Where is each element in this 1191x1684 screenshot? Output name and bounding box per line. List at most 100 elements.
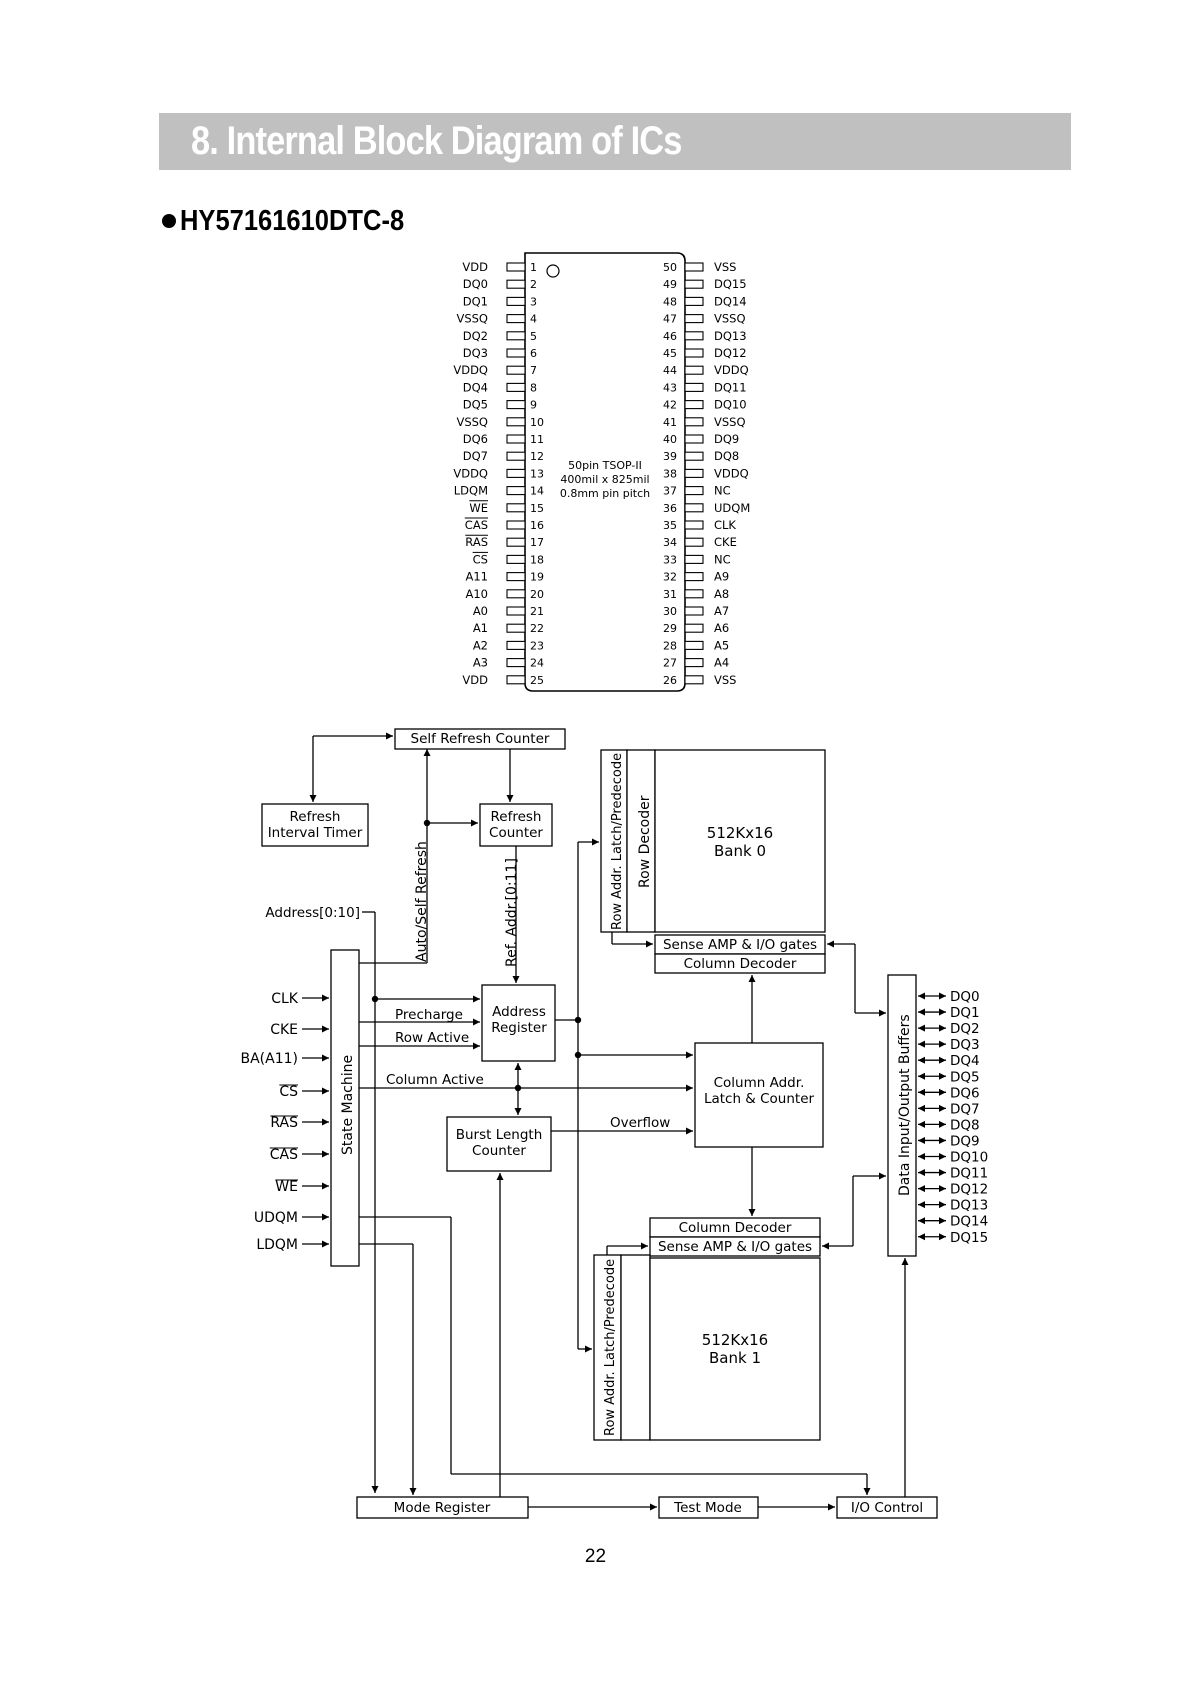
left-pin-25 [506,675,526,685]
right-pin-number: 43 [663,381,677,394]
right-pin-name: DQ9 [714,432,739,446]
right-pin-50 [684,262,704,272]
left-pin-number: 12 [530,450,544,463]
right-pin-number: 44 [663,364,677,377]
io-control-box [836,1496,938,1519]
dq-outputs: DQ0DQ1DQ2DQ3DQ4DQ5DQ6DQ7DQ8DQ9DQ10DQ11DQ… [918,989,988,1246]
state-machine-label: State Machine [340,1055,356,1155]
refresh-counter-label-1: Refresh [491,809,542,825]
left-pin-name: DQ4 [463,380,488,394]
control-input-label: CAS [270,1147,298,1163]
dq-label: DQ9 [950,1133,980,1149]
right-pin-44 [684,365,704,375]
left-pin-name: VDDQ [453,363,488,377]
left-pin-number: 22 [530,622,544,635]
bank0-row-addr-latch-label: Row Addr. Latch/Predecode [610,753,625,930]
left-pin-16 [506,520,526,530]
dq-label: DQ5 [950,1069,980,1085]
address-register-box [481,984,556,1062]
bank0-row-addr-latch-box [600,749,628,933]
left-pin-number: 7 [530,364,537,377]
right-pin-40 [684,434,704,444]
right-pin-number: 26 [663,674,677,687]
dq-label: DQ13 [950,1198,988,1214]
right-pin-number: 34 [663,536,677,549]
page-title: 8. Internal Block Diagram of ICs [191,119,682,163]
control-input-label: CS [279,1084,298,1100]
bank0-sense-amp-label: Sense AMP & I/O gates [663,937,817,953]
right-pin-number: 45 [663,347,677,360]
right-pin-name: VSSQ [714,312,746,326]
right-pin-number: 37 [663,485,677,498]
right-pin-48 [684,296,704,306]
left-pin-number: 20 [530,588,544,601]
right-pin-number: 31 [663,588,677,601]
left-pin-name: CAS [465,518,488,532]
right-pin-number: 40 [663,433,677,446]
address-register-label-1: Address [492,1004,546,1020]
address-input-label: Address[0:10] [265,905,360,921]
right-pin-name: VSS [714,260,736,274]
column-addr-latch-box [694,1042,824,1148]
dq-label: DQ11 [950,1166,988,1182]
right-pin-name: VDDQ [714,466,749,480]
bank1-array-label-1: 512Kx16 [702,1331,768,1349]
burst-length-label-2: Counter [472,1143,526,1159]
right-pin-name: DQ14 [714,294,747,308]
ref-addr-label: Ref. Addr.[0:11] [504,858,520,967]
left-pin-number: 25 [530,674,544,687]
left-pin-4 [506,314,526,324]
left-pin-name: VDD [462,260,488,274]
dq-label: DQ8 [950,1117,980,1133]
bank0-row-decoder-label: Row Decoder [637,795,653,888]
left-pin-name: DQ5 [463,398,488,412]
block-labels: Self Refresh Counter Refresh Interval Ti… [265,731,923,1516]
row-active-label: Row Active [395,1030,469,1046]
right-pin-35 [684,520,704,530]
part-number: HY57161610DTC-8 [180,204,405,237]
overflow-label: Overflow [610,1115,670,1131]
dq-label: DQ1 [950,1005,980,1021]
right-pin-number: 33 [663,553,677,566]
right-pin-42 [684,400,704,410]
control-input-label: RAS [270,1115,298,1131]
left-pin-name: VSSQ [456,312,488,326]
left-pin-number: 21 [530,605,544,618]
right-pin-name: CLK [714,518,736,532]
left-pin-14 [506,486,526,496]
bank1-sense-amp-label: Sense AMP & I/O gates [658,1239,812,1255]
right-pin-number: 30 [663,605,677,618]
bank0-array-box [654,749,826,933]
data-buffers-box [887,974,917,1257]
left-pin-name: A3 [473,656,488,670]
left-pin-number: 16 [530,519,544,532]
control-input-label: CKE [270,1022,298,1038]
right-pin-34 [684,537,704,547]
right-pin-name: A8 [714,587,729,601]
right-pin-name: DQ13 [714,329,747,343]
bank1-array-label-2: Bank 1 [709,1349,761,1367]
right-pin-name: A5 [714,638,729,652]
right-pin-name: VSSQ [714,415,746,429]
dq-label: DQ2 [950,1021,980,1037]
section-heading: HY57161610DTC-8 [162,200,435,240]
left-pin-name: A2 [473,638,488,652]
left-pin-name: A1 [473,621,488,635]
right-pin-49 [684,279,704,289]
left-pin-5 [506,331,526,341]
package-pinout: 50pin TSOP-II 400mil x 825mil 0.8mm pin … [453,252,750,692]
right-pin-name: DQ10 [714,398,747,412]
left-pin-2 [506,279,526,289]
precharge-label: Precharge [395,1007,463,1023]
refresh-interval-timer-label-2: Interval Timer [268,825,363,841]
mode-register-label: Mode Register [394,1500,491,1516]
dq-label: DQ7 [950,1101,980,1117]
left-pin-23 [506,640,526,650]
right-pin-32 [684,572,704,582]
right-pin-37 [684,486,704,496]
package-outline [524,252,686,692]
left-pin-number: 17 [530,536,544,549]
left-pin-name: DQ0 [463,277,488,291]
test-mode-label: Test Mode [673,1500,742,1516]
